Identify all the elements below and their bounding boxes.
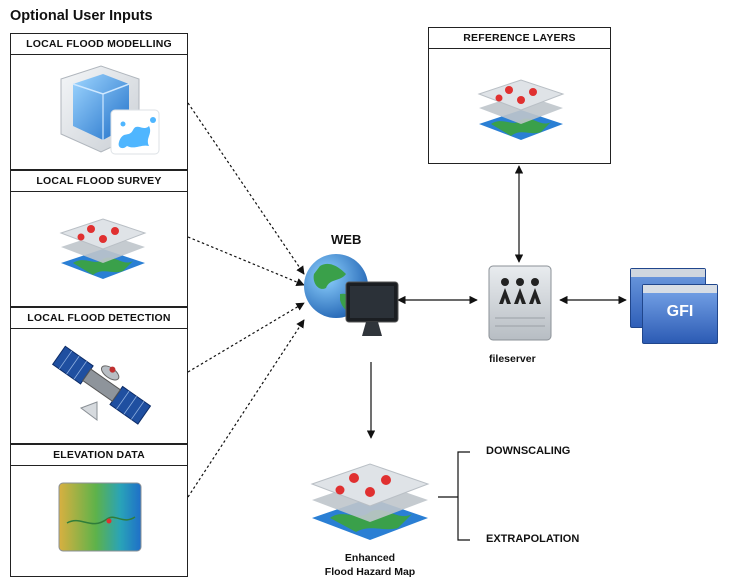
satellite-icon: [51, 345, 152, 425]
input-panel-flood-modelling: LOCAL FLOOD MODELLING: [10, 33, 188, 170]
output-label-line2: Flood Hazard Map: [324, 566, 416, 578]
input-panel-label: LOCAL FLOOD SURVEY: [11, 171, 187, 192]
dotted-arrow-elevation: [187, 319, 305, 498]
map-layers-icon: [310, 463, 430, 540]
dotted-arrow-survey: [187, 236, 305, 286]
input-panel-elevation: ELEVATION DATA: [10, 444, 188, 577]
output-label-line1: Enhanced: [344, 552, 396, 564]
input-panel-label: ELEVATION DATA: [11, 445, 187, 466]
input-panel-label: LOCAL FLOOD MODELLING: [11, 34, 187, 55]
flood-model-cube-icon: [60, 65, 160, 155]
fileserver-label: fileserver: [489, 353, 536, 365]
fileserver-icon: [488, 265, 552, 341]
reference-layers-panel: REFERENCE LAYERS: [428, 27, 611, 164]
map-layers-icon: [477, 79, 565, 140]
gfi-label: GFI: [666, 303, 694, 320]
method-extrapolation: EXTRAPOLATION: [486, 533, 580, 545]
map-layers-icon: [59, 218, 147, 279]
input-panel-flood-survey: LOCAL FLOOD SURVEY: [10, 170, 188, 307]
web-label: WEB: [331, 232, 362, 247]
input-panel-flood-detection: LOCAL FLOOD DETECTION: [10, 307, 188, 444]
dotted-arrow-modelling: [187, 102, 305, 275]
reference-layers-label: REFERENCE LAYERS: [429, 28, 610, 49]
app-window-front: GFI: [642, 284, 718, 344]
bracket: [457, 451, 470, 541]
elevation-map-icon: [58, 482, 142, 552]
globe-monitor-icon: [304, 254, 399, 336]
page-title: Optional User Inputs: [10, 8, 153, 24]
input-panel-label: LOCAL FLOOD DETECTION: [11, 308, 187, 329]
app-windows-icon: GFI: [630, 268, 718, 344]
method-downscaling: DOWNSCALING: [486, 445, 571, 457]
dotted-arrow-detection: [187, 302, 305, 373]
